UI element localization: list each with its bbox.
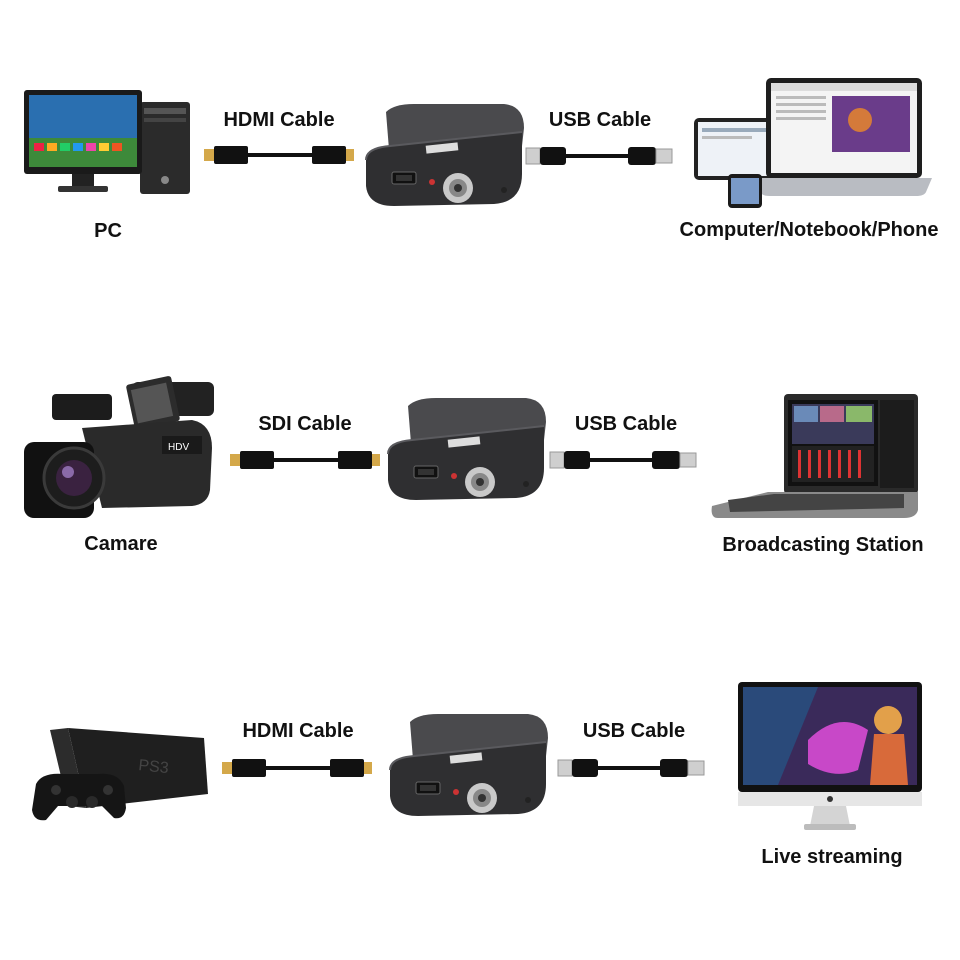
source-label: PC: [94, 220, 122, 242]
hdmi-cable-icon: [204, 146, 354, 164]
capture-box-icon: [389, 714, 548, 816]
broadcast-station-icon: [711, 394, 918, 518]
output-cable-label: USB Cable: [574, 413, 678, 435]
laptop-tablet-phone-icon: [694, 78, 932, 208]
output-cable-label: USB Cable: [582, 720, 686, 742]
source-label: Camare: [84, 533, 158, 555]
svg-text:HDV: HDV: [168, 442, 189, 453]
video-camera-icon: HDV: [24, 376, 214, 518]
usb-cable-icon: [549, 451, 697, 469]
usb-cable-icon: [525, 147, 673, 165]
input-cable-label: HDMI Cable: [242, 720, 354, 742]
monitor-icon: [738, 682, 922, 830]
target-label: Computer/Notebook/Phone: [679, 219, 939, 241]
target-label: Live streaming: [761, 846, 903, 868]
target-label: Broadcasting Station: [722, 534, 924, 556]
sdi-cable-icon: [230, 451, 380, 469]
usb-cable-icon: [557, 759, 705, 777]
svg-text:PS3: PS3: [138, 757, 170, 777]
capture-box-icon: [365, 104, 524, 206]
input-cable-label: HDMI Cable: [223, 109, 335, 131]
input-cable-label: SDI Cable: [258, 413, 352, 435]
desktop-pc-icon: [24, 90, 190, 194]
capture-box-icon: [387, 398, 546, 500]
game-console-icon: PS3: [32, 728, 208, 821]
hdmi-cable-icon: [222, 759, 372, 777]
output-cable-label: USB Cable: [548, 109, 652, 131]
